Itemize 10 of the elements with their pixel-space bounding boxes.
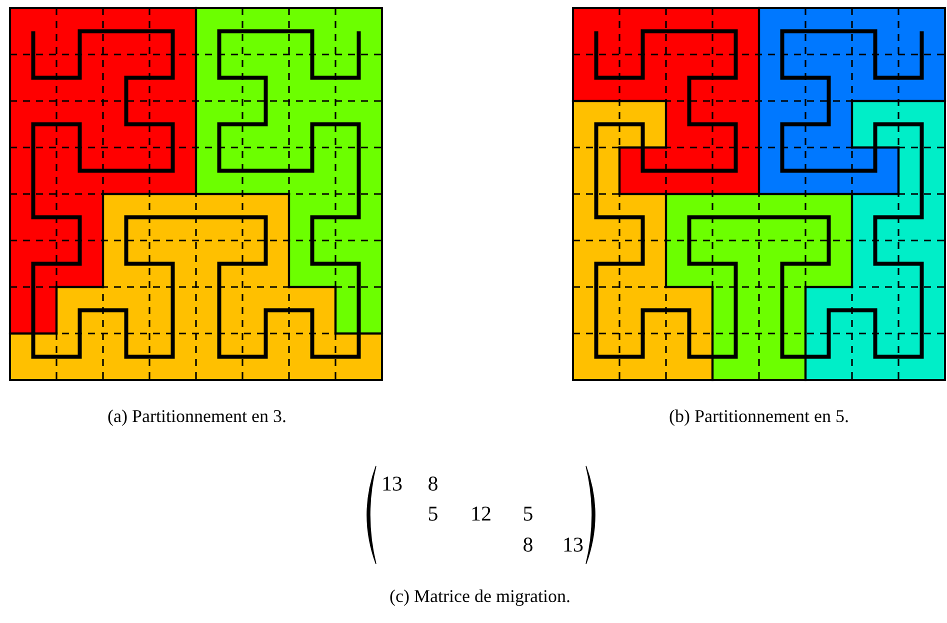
figure-caption: (a) Partitionnement en 3. — [108, 407, 286, 425]
matrix-entry: 13 — [562, 534, 584, 556]
matrix-entry: 8 — [428, 474, 438, 494]
matrix-entry: 5 — [522, 504, 534, 524]
matrix-entry: 5 — [428, 504, 438, 524]
matrix-entry: 8 — [522, 534, 534, 556]
figure-caption: (b) Partitionnement en 5. — [669, 407, 849, 425]
matrix-entry: 13 — [382, 474, 402, 494]
figure-caption: (c) Matrice de migration. — [390, 587, 570, 605]
matrix-entry: 12 — [470, 504, 492, 524]
